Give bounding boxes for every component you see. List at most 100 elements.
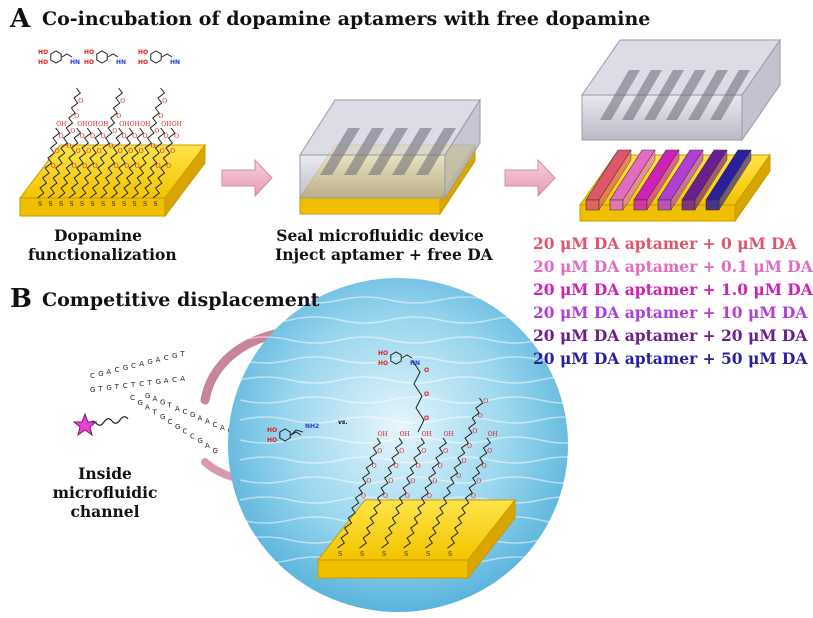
- oxygen-label: O: [114, 163, 119, 170]
- hn-label: HN: [170, 59, 180, 66]
- oxygen-label: O: [416, 463, 421, 470]
- condition-label-1: 20 μM DA aptamer + 0.1 μM DA: [533, 257, 813, 276]
- nucleotide: T: [146, 379, 152, 387]
- oxygen-label: O: [438, 463, 443, 470]
- inside-caption-line2: microfluidic: [52, 483, 158, 502]
- nucleotide: G: [156, 378, 161, 386]
- nucleotide: C: [115, 366, 120, 374]
- oxygen-label: O: [78, 98, 83, 105]
- nucleotide: A: [205, 418, 210, 426]
- oxygen-label: O: [135, 163, 140, 170]
- oxygen-label: O: [424, 391, 429, 398]
- oxygen-label: O: [432, 478, 437, 485]
- oxygen-label: O: [151, 143, 156, 150]
- nucleotide: A: [145, 404, 150, 412]
- nucleotide: A: [164, 377, 169, 385]
- ho-label-2: HO: [84, 59, 94, 66]
- oxygen-label: O: [366, 478, 371, 485]
- oxygen-label: O: [124, 163, 129, 170]
- step1-caption-line2: functionalization: [28, 245, 177, 264]
- oxygen-label: O: [394, 463, 399, 470]
- oxygen-label: O: [86, 148, 91, 155]
- oxygen-label: O: [377, 448, 382, 455]
- ho-label-2: HO: [378, 360, 388, 367]
- nucleotide: A: [156, 356, 161, 364]
- channel-3: [657, 149, 704, 211]
- nucleotide: G: [106, 384, 111, 392]
- channel-groove: [416, 128, 456, 175]
- gold-substrate-step1: [18, 143, 207, 218]
- gold-substrate-panel-b: [316, 498, 517, 580]
- oxygen-label: O: [74, 113, 79, 120]
- hn-label: HN: [116, 59, 126, 66]
- nucleotide: T: [97, 385, 103, 393]
- oxygen-label: O: [476, 478, 481, 485]
- hydroxyl-label: OH: [77, 121, 87, 128]
- nucleotide: C: [183, 428, 188, 436]
- ho-label-2: HO: [267, 437, 277, 444]
- nucleotide: G: [172, 352, 177, 360]
- oxygen-label: O: [132, 133, 137, 140]
- oxygen-label: O: [456, 473, 461, 480]
- sulfur-label: S: [70, 201, 74, 208]
- nucleotide: C: [130, 394, 135, 402]
- lid-groove: [710, 70, 750, 120]
- sulfur-label: S: [426, 551, 430, 558]
- nucleotide: C: [190, 432, 195, 440]
- ho-label: HO: [267, 427, 277, 434]
- hydroxyl-label: OH: [161, 121, 171, 128]
- channel-0: [585, 149, 632, 211]
- oxygen-label: O: [118, 148, 123, 155]
- oxygen-label: O: [478, 413, 483, 420]
- nucleotide: C: [164, 354, 169, 362]
- water-ripple: [239, 456, 591, 464]
- sulfur-label: S: [59, 201, 63, 208]
- water-ripple: [239, 436, 591, 444]
- lid-groove: [622, 70, 662, 120]
- hydroxyl-label: OH: [140, 121, 150, 128]
- sulfur-label: S: [338, 551, 342, 558]
- condition-label-2: 20 μM DA aptamer + 1.0 μM DA: [533, 280, 813, 299]
- step1-caption-line1: Dopamine: [53, 226, 143, 245]
- nucleotide: A: [198, 414, 203, 422]
- oxygen-label: O: [424, 367, 429, 374]
- nucleotide: C: [123, 382, 128, 390]
- ho-label-2: HO: [138, 59, 148, 66]
- oxygen-label: O: [112, 128, 117, 135]
- oxygen-label: O: [109, 143, 114, 150]
- nucleotide: C: [90, 372, 95, 380]
- step2-caption-line1: Seal microfluidic device: [276, 226, 484, 245]
- oxygen-label: O: [128, 148, 133, 155]
- oxygen-label: O: [160, 148, 165, 155]
- nucleotide: A: [205, 442, 210, 450]
- hn-label: HN: [410, 360, 420, 367]
- nucleotide: A: [180, 375, 185, 383]
- inside-caption-line1: Inside: [78, 464, 132, 483]
- ho-label: HO: [38, 49, 48, 56]
- oxygen-label: O: [143, 133, 148, 140]
- sulfur-label: S: [101, 201, 105, 208]
- oxygen-label: O: [67, 143, 72, 150]
- water-ripple: [239, 316, 591, 324]
- nucleotide: C: [172, 376, 177, 384]
- exploded-lid: [581, 38, 781, 142]
- lid-groove: [644, 70, 684, 120]
- oxygen-label: O: [101, 133, 106, 140]
- panel-a-title: Co-incubation of dopamine aptamers with …: [42, 8, 651, 30]
- sulfur-label: S: [122, 201, 126, 208]
- oxygen-label: O: [122, 133, 127, 140]
- nucleotide: G: [123, 364, 128, 372]
- hn-label: HN: [70, 59, 80, 66]
- sealed-microfluidic-device: [299, 98, 481, 216]
- step1-caption: Dopamine functionalization: [28, 226, 177, 264]
